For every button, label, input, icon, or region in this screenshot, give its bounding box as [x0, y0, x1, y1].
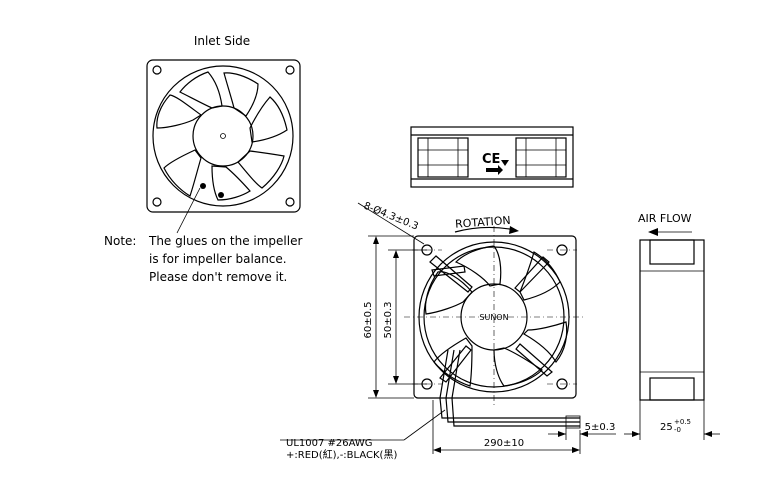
note-block: Note: The glues on the impeller is for i… — [104, 234, 302, 284]
note-line-1: The glues on the impeller — [148, 234, 302, 248]
dim-thickness-group: 25 +0.5 -0 — [624, 400, 720, 440]
note-line-2: is for impeller balance. — [149, 252, 287, 266]
dim-wire-length-label: 290±10 — [484, 438, 524, 449]
side-notch-top — [649, 239, 695, 265]
dim-thickness-tol-plus: +0.5 — [674, 418, 691, 426]
top-window-right — [515, 137, 567, 178]
dim-inner-group: 50±0.3 — [383, 249, 427, 385]
wire-spec-block: UL1007 #26AWG +:RED(紅),-:BLACK(黑) — [286, 438, 397, 461]
wire-bundle — [439, 349, 581, 429]
side-view: AIR FLOW 25 +0.5 -0 — [624, 212, 720, 440]
top-side-view: CE — [410, 126, 574, 188]
dim-strip-label: 5±0.3 — [585, 422, 616, 433]
mount-hole-bl — [152, 197, 162, 207]
front-ribs — [429, 255, 553, 383]
dim-outer-label: 60±0.5 — [363, 301, 374, 338]
note-line-3: Please don't remove it. — [149, 270, 287, 284]
note-leader — [176, 187, 201, 234]
rotation-arrowhead-icon — [509, 226, 519, 234]
rotation-arrow-icon — [501, 160, 509, 166]
air-flow-label: AIR FLOW — [638, 212, 692, 225]
dim-thickness-tol-minus: -0 — [674, 426, 681, 434]
glue-dot-right — [218, 192, 224, 198]
dim-inner-label: 50±0.3 — [383, 301, 394, 338]
wire-spec-line-2: +:RED(紅),-:BLACK(黑) — [286, 449, 397, 461]
inlet-frame — [146, 59, 301, 213]
rotation-label: ROTATION — [455, 214, 511, 231]
inlet-hub — [192, 105, 254, 167]
wire-spec-leader — [403, 409, 446, 441]
top-frame — [410, 126, 574, 188]
dim-outer-group: 60±0.5 — [363, 235, 414, 399]
note-prefix: Note: — [104, 234, 136, 248]
top-window-left — [417, 137, 469, 178]
inlet-center — [220, 133, 226, 139]
hole-callout-leader — [357, 202, 425, 245]
hole-callout: 8-Ø4.3±0.3 — [362, 200, 420, 233]
dim-strip-group: 5±0.3 — [548, 422, 616, 440]
front-view: ROTATION 8-Ø4.3±0.3 SUNON — [280, 200, 616, 454]
mount-hole-br — [285, 197, 295, 207]
dim-thickness-label: 25 — [660, 422, 673, 433]
dim-wire-length-group: 290±10 — [432, 400, 581, 454]
side-notch-bottom — [649, 377, 695, 401]
mount-hole-tl — [152, 65, 162, 75]
inlet-blades — [156, 71, 288, 201]
front-blades — [424, 245, 568, 387]
ce-mark: CE — [482, 152, 500, 167]
flow-arrow-icon — [486, 165, 503, 175]
wire-stripped-ends — [565, 415, 581, 429]
air-flow-arrow-icon — [648, 228, 658, 236]
wire-spec-line-1: UL1007 #26AWG — [286, 438, 373, 449]
mount-hole-tr — [285, 65, 295, 75]
glue-dot-left — [200, 183, 206, 189]
inlet-side-title: Inlet Side — [194, 34, 250, 48]
inlet-outer-ring — [152, 65, 294, 207]
inlet-side-view: Inlet Side — [146, 34, 301, 234]
